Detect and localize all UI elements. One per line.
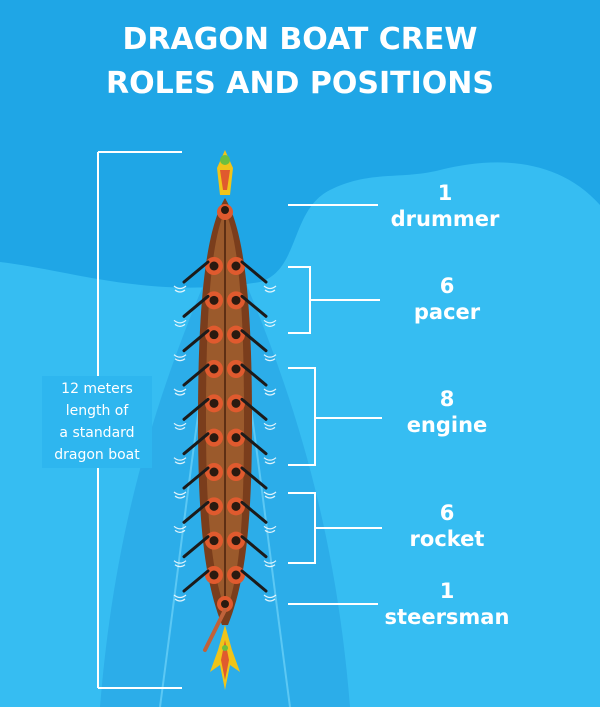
rowers <box>173 257 277 602</box>
rower-head <box>209 433 219 443</box>
role-name: engine <box>406 413 488 437</box>
paddle <box>240 294 268 318</box>
role-count: 1 <box>439 579 455 603</box>
role-count: 8 <box>439 387 455 411</box>
paddle <box>182 329 210 353</box>
water-splash <box>263 491 277 499</box>
water-splash <box>263 422 277 430</box>
rower-head <box>231 330 241 340</box>
role-count: 6 <box>439 274 455 298</box>
role-rocket: 6 rocket <box>352 500 542 552</box>
water-splash <box>173 457 187 465</box>
paddle <box>182 363 210 387</box>
paddle <box>182 466 210 490</box>
steering-oar <box>203 608 227 652</box>
length-line-3: a standard <box>59 425 135 441</box>
paddle <box>182 535 210 559</box>
rower-head <box>231 501 241 511</box>
rower-head <box>231 467 241 477</box>
water-splash <box>173 560 187 568</box>
length-line-2: length of <box>65 403 129 419</box>
water-splash <box>263 594 277 602</box>
rower-head <box>209 261 219 271</box>
role-name: drummer <box>390 207 500 231</box>
paddle <box>240 397 268 421</box>
length-line-4: dragon boat <box>54 447 140 463</box>
rower-head <box>231 261 241 271</box>
water-splash <box>173 422 187 430</box>
rower-head <box>231 398 241 408</box>
role-name: pacer <box>413 300 481 324</box>
water-splash <box>263 560 277 568</box>
water-splash <box>263 285 277 293</box>
dragon-boat <box>173 150 277 690</box>
water-splash <box>173 285 187 293</box>
water-splash <box>173 525 187 533</box>
paddle <box>240 329 268 353</box>
paddle <box>182 500 210 524</box>
water-splash <box>263 457 277 465</box>
water-splash <box>263 319 277 327</box>
drummer-head <box>221 206 229 214</box>
rower-head <box>209 570 219 580</box>
rower-head <box>209 330 219 340</box>
water-splash <box>173 319 187 327</box>
dragon-tail <box>210 625 240 690</box>
rower-head <box>209 536 219 546</box>
paddle <box>182 569 210 593</box>
engine-bracket <box>288 367 382 466</box>
role-count: 6 <box>439 501 455 525</box>
water-splash <box>263 354 277 362</box>
paddle <box>182 294 210 318</box>
role-connectors <box>288 204 382 605</box>
paddle <box>182 397 210 421</box>
steersman-head <box>221 600 229 608</box>
paddle <box>182 260 210 284</box>
water-splash <box>173 354 187 362</box>
boat-length-label: 12 meters length of a standard dragon bo… <box>42 376 152 468</box>
rocket-bracket <box>288 492 382 564</box>
role-count: 1 <box>437 181 453 205</box>
rower-head <box>231 295 241 305</box>
dragon-head <box>217 150 233 195</box>
water-splash <box>263 388 277 396</box>
role-name: rocket <box>409 527 485 551</box>
water-splash <box>173 388 187 396</box>
water-splash <box>263 525 277 533</box>
length-line-1: 12 meters <box>61 381 133 397</box>
water-splash <box>173 594 187 602</box>
paddle <box>240 535 268 559</box>
role-steersman: 1 steersman <box>352 578 542 630</box>
rower-head <box>231 364 241 374</box>
paddle <box>240 466 268 490</box>
paddle <box>240 363 268 387</box>
rower-head <box>209 467 219 477</box>
paddle <box>240 569 268 593</box>
paddle <box>240 500 268 524</box>
rower-head <box>209 295 219 305</box>
water-splash <box>173 491 187 499</box>
paddle <box>240 260 268 284</box>
role-drummer: 1 drummer <box>350 180 540 232</box>
rower-head <box>231 536 241 546</box>
rower-head <box>231 433 241 443</box>
rower-head <box>231 570 241 580</box>
paddle <box>240 432 268 456</box>
title-line-1: DRAGON BOAT CREW <box>122 22 478 57</box>
pacer-bracket <box>288 266 380 334</box>
role-pacer: 6 pacer <box>352 273 542 325</box>
rower-head <box>209 364 219 374</box>
rower-head <box>209 398 219 408</box>
title-line-2: ROLES AND POSITIONS <box>105 66 495 101</box>
role-engine: 8 engine <box>352 386 542 438</box>
role-name: steersman <box>384 605 510 629</box>
rower-head <box>209 501 219 511</box>
paddle <box>182 432 210 456</box>
